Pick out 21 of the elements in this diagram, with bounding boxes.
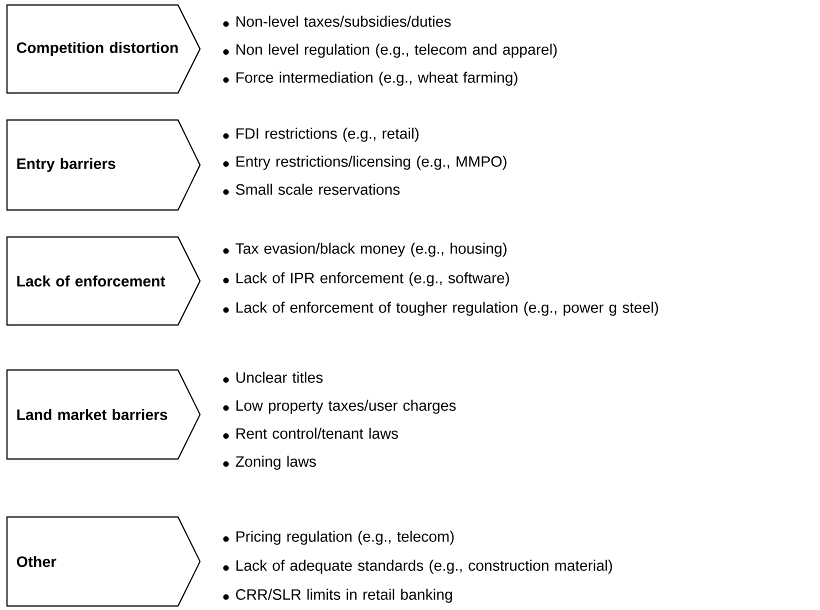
bullet-item: Force intermediation (e.g., wheat farming)	[223, 72, 518, 86]
bullet-item: Low property taxes/user charges	[223, 400, 456, 414]
bullet-item: Small scale reservations	[223, 184, 400, 195]
chevron-box: Competition distortion	[6, 4, 201, 94]
chevron-box: Lack of enforcement	[6, 236, 201, 326]
bullet-item: Rent control/tenant laws	[223, 428, 398, 439]
bullet-item: Non level regulation (e.g., telecom and apparel)	[223, 44, 557, 58]
bullet-item: CRR/SLR limits in retail banking	[223, 588, 452, 603]
chevron-box: Land market barriers	[6, 369, 201, 460]
chevron-box: Entry barriers	[6, 119, 201, 211]
bullet-item: Entry restrictions/licensing (e.g., MMPO)	[223, 156, 506, 170]
bullet-item: Lack of enforcement of tougher regulation (e.g., power g steel)	[223, 302, 658, 316]
bullet-item: Unclear titles	[223, 372, 323, 383]
chevron-box: Other	[6, 516, 201, 607]
bullet-item: Non-level taxes/subsidies/duties	[223, 16, 451, 27]
bullet-item: FDI restrictions (e.g., retail)	[223, 128, 418, 142]
bullet-item: Lack of adequate standards (e.g., construction material)	[223, 560, 612, 574]
bullet-item: Pricing regulation (e.g., telecom)	[223, 530, 454, 545]
bullet-item: Lack of IPR enforcement (e.g., software)	[223, 272, 509, 286]
bullet-item: Tax evasion/black money (e.g., housing)	[223, 242, 506, 257]
bullet-item: Zoning laws	[223, 456, 316, 470]
